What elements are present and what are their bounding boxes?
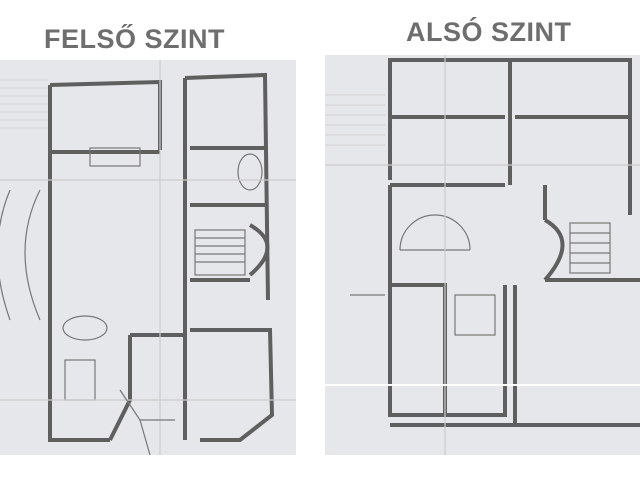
hatch-lines (0, 79, 48, 129)
upper-floor-title: FELSŐ SZINT (44, 24, 225, 54)
details (0, 60, 296, 455)
details (325, 55, 640, 455)
upper-floor-plan (0, 60, 296, 455)
walls (388, 58, 640, 427)
hatch-lines (325, 94, 385, 146)
upper-floor-drawing (0, 60, 296, 455)
lower-floor-drawing (325, 55, 640, 455)
walls (48, 72, 275, 442)
lower-floor-title: ALSÓ SZINT (406, 17, 572, 47)
lower-floor-plan (325, 55, 640, 455)
